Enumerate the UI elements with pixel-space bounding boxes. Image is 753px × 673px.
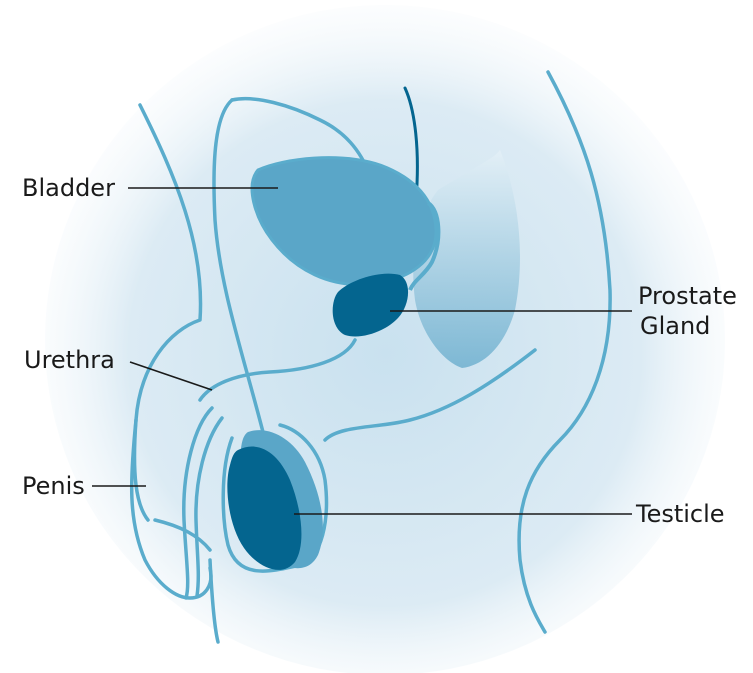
penis-label: Penis [22,472,85,500]
testicle-label: Testicle [635,500,725,528]
urethra-label: Urethra [24,346,115,374]
background-glow [45,5,725,673]
prostate-label-line2: Gland [640,312,710,340]
bladder-label: Bladder [22,174,115,202]
prostate-label-line1: Prostate [638,282,737,310]
